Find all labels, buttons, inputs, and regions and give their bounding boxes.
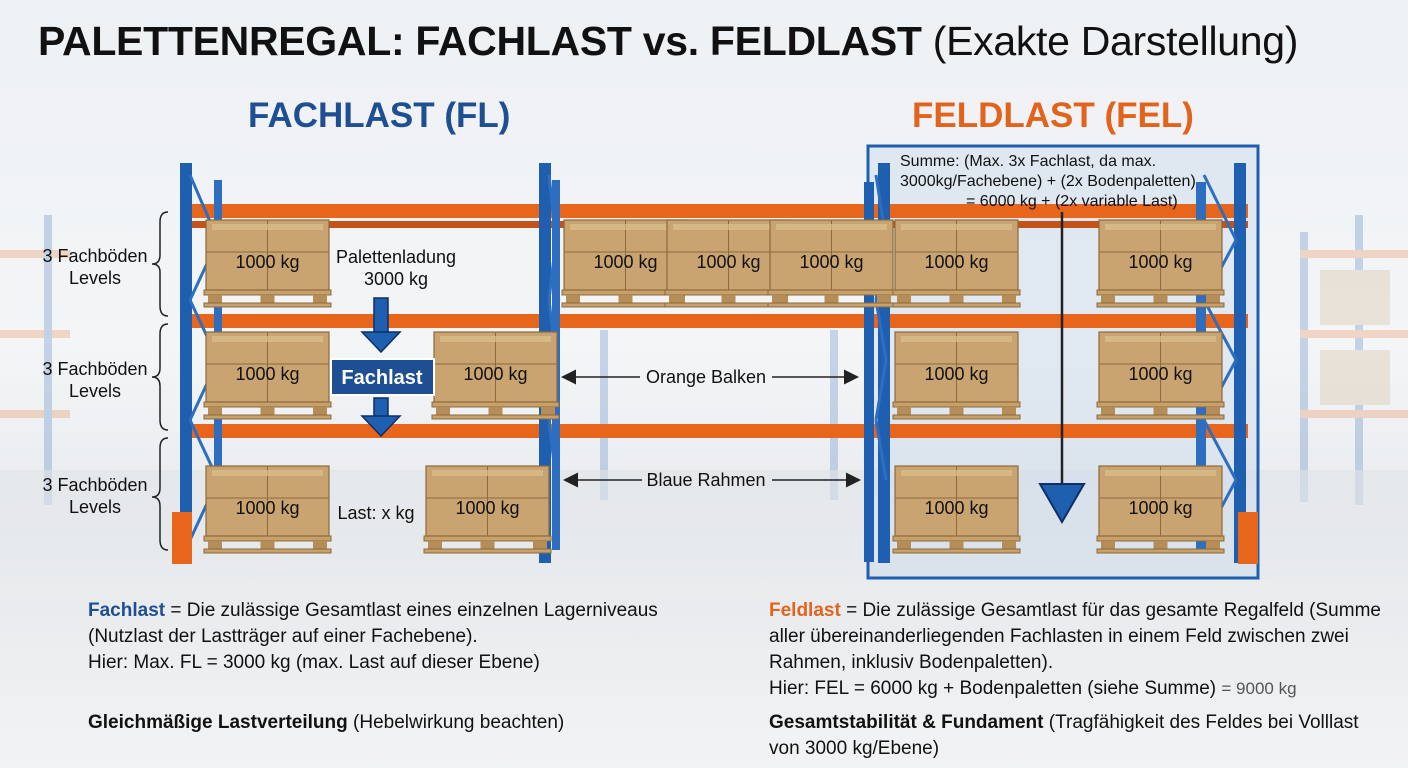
blue-frame-label: Blaue Rahmen: [646, 470, 765, 490]
pallet-base: [423, 535, 552, 554]
load-x-label: Last: x kg: [337, 503, 414, 523]
pallet-load: 1000 kg: [892, 331, 1021, 420]
feldlast-arrow: [1038, 212, 1086, 524]
fachlast-note-bold: Gleichmäßige Lastverteilung: [88, 712, 348, 733]
feldlast-total: = 9000 kg: [1221, 679, 1297, 698]
pallet-load: 1000 kg: [203, 219, 332, 308]
pallet-weight-label: 1000 kg: [455, 498, 519, 518]
feldlast-definition-text: = Die zulässige Gesamtlast für das gesam…: [769, 600, 1381, 673]
orange-beam-annotation: Orange Balken: [561, 367, 859, 387]
level-brace-1: [151, 211, 169, 317]
top-beam: [188, 204, 1248, 218]
level-brace-3: [151, 437, 169, 551]
title-main: PALETTENREGAL: FACHLAST vs. FELDLAST: [38, 18, 922, 64]
fachlast-term: Fachlast: [88, 600, 166, 621]
fachlast-arrow-down-top: [360, 297, 402, 354]
cargo-boxes: [769, 219, 894, 291]
pallet-weight-label: 1000 kg: [924, 364, 988, 384]
pallet-weight-label: 1000 kg: [593, 252, 657, 272]
pallet-base: [892, 401, 1021, 420]
upright-right-front: [1234, 163, 1246, 563]
cargo-boxes: [1098, 219, 1223, 291]
cargo-boxes: [894, 219, 1019, 291]
fachlast-badge: Fachlast: [330, 358, 435, 396]
fachlast-heading: FACHLAST (FL): [248, 96, 511, 135]
pallet-weight-label: 1000 kg: [1128, 252, 1192, 272]
pallet-base: [203, 535, 332, 554]
fachlast-definition-text: = Die zulässige Gesamtlast eines einzeln…: [88, 600, 658, 647]
cargo-boxes: [433, 331, 558, 403]
upright-protector-left: [172, 512, 192, 564]
cargo-boxes: [205, 219, 330, 291]
orange-beam-label: Orange Balken: [646, 367, 766, 387]
pallet-base: [203, 401, 332, 420]
pallet-load: 1000 kg: [1096, 219, 1225, 308]
upright-left-front: [180, 163, 192, 563]
sum-formula: Summe: (Max. 3x Fachlast, da max. 3000kg…: [900, 153, 1200, 210]
pallet-weight-label: 1000 kg: [463, 364, 527, 384]
pallet-weight-label: 1000 kg: [799, 252, 863, 272]
cargo-boxes: [894, 331, 1019, 403]
feldlast-note: Gesamtstabilität & Fundament (Tragfähigk…: [769, 710, 1389, 762]
pallet-load: 1000 kg: [1096, 465, 1225, 554]
pallets: 1000 kg 1000 kg 1000 kg 1000 kg 1000 kg 1000 …: [203, 219, 1225, 554]
pallet-weight-label: 1000 kg: [1128, 364, 1192, 384]
cargo-boxes: [205, 331, 330, 403]
title-sub: (Exakte Darstellung): [932, 18, 1299, 64]
pallet-load: 1000 kg: [203, 331, 332, 420]
cargo-boxes: [1098, 331, 1223, 403]
fachlast-badge-label: Fachlast: [341, 367, 422, 389]
pallet-load: 1000 kg: [431, 331, 560, 420]
fachlast-arrow-down-bottom: [360, 397, 402, 438]
pallet-weight-label: 1000 kg: [235, 252, 299, 272]
pallet-weight-label: 1000 kg: [924, 252, 988, 272]
feldlast-example: Hier: FEL = 6000 kg + Bodenpaletten (sie…: [769, 678, 1217, 699]
pallet-base: [431, 401, 560, 420]
pallet-load: 1000 kg: [767, 219, 896, 308]
pallet-weight-label: 1000 kg: [235, 364, 299, 384]
feldlast-definition: Feldlast = Die zulässige Gesamtlast für …: [769, 598, 1389, 702]
pallet-base: [892, 289, 1021, 308]
pallet-load: 1000 kg: [1096, 331, 1225, 420]
feldlast-note-bold: Gesamtstabilität & Fundament: [769, 712, 1044, 733]
pallet-load: 1000 kg: [203, 465, 332, 554]
pallet-weight-label: 1000 kg: [696, 252, 760, 272]
pallet-base: [203, 289, 332, 308]
pallet-load: 1000 kg: [892, 219, 1021, 308]
fachlast-note-rest: (Hebelwirkung beachten): [347, 712, 565, 733]
pallet-base: [1096, 535, 1225, 554]
blue-frame-annotation: Blaue Rahmen: [563, 470, 861, 490]
middle-beam: [188, 424, 1248, 438]
upper-beam: [188, 314, 1248, 328]
cargo-boxes: [205, 465, 330, 537]
fachlast-example: Hier: Max. FL = 3000 kg (max. Last auf d…: [88, 652, 540, 673]
background-racks: [0, 215, 1408, 505]
pallet-weight-label: 1000 kg: [1128, 498, 1192, 518]
pallet-weight-label: 1000 kg: [924, 498, 988, 518]
upright-protector-right: [1238, 512, 1258, 564]
pallet-load: 1000 kg: [892, 465, 1021, 554]
cargo-boxes: [425, 465, 550, 537]
cargo-boxes: [894, 465, 1019, 537]
feldlast-note-rest: (Tragfähigkeit des Feldes bei Volllast v…: [769, 712, 1359, 759]
pallet-load: 1000 kg: [423, 465, 552, 554]
fachlast-definition: Fachlast = Die zulässige Gesamtlast eine…: [88, 598, 708, 676]
upright-mid-right: [864, 182, 874, 562]
page-title: PALETTENREGAL: FACHLAST vs. FELDLAST (Ex…: [38, 18, 1298, 65]
fachlast-note: Gleichmäßige Lastverteilung (Hebelwirkun…: [88, 710, 708, 736]
rack-diagram: 1000 kg 1000 kg 1000 kg 1000 kg 1000 kg 1000 …: [0, 144, 1408, 600]
pallet-base: [1096, 289, 1225, 308]
pallet-weight-label: 1000 kg: [235, 498, 299, 518]
cargo-boxes: [1098, 465, 1223, 537]
feldlast-term: Feldlast: [769, 600, 841, 621]
feldlast-heading: FELDLAST (FEL): [912, 96, 1194, 135]
level-brace-2: [151, 323, 169, 431]
